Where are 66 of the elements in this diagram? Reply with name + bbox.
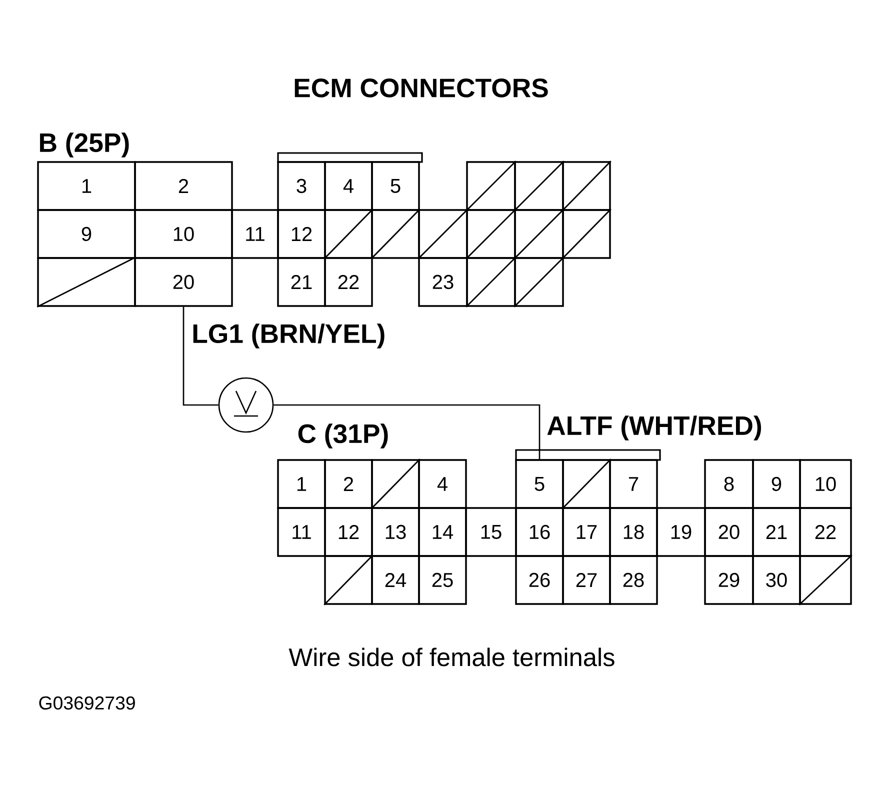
terminal-cell: 15 — [465, 507, 517, 557]
terminal-cell: 26 — [515, 555, 564, 605]
wire — [182, 306, 218, 406]
connector-label: B (25P) — [40, 132, 129, 158]
terminal-cell: 27 — [562, 555, 611, 605]
terminal-cell: 12 — [277, 209, 326, 259]
terminal-cell: 9 — [752, 459, 801, 509]
terminal-cell: 9 — [37, 209, 136, 259]
terminal-cell: 1 — [37, 161, 136, 211]
terminal-cell: 21 — [277, 257, 326, 307]
title: ECM CONNECTORS — [294, 78, 548, 98]
terminal-cell: 11 — [277, 507, 326, 557]
terminal-cell: 1 — [277, 459, 326, 509]
terminal-cell: 8 — [704, 459, 754, 509]
terminal-cell: 17 — [562, 507, 611, 557]
terminal-cell: 14 — [418, 507, 467, 557]
terminal-cell: 7 — [609, 459, 658, 509]
blank-cavity — [466, 160, 516, 212]
blank-cavity — [562, 160, 612, 212]
terminal-cell: 21 — [752, 507, 801, 557]
terminal-cell: 30 — [752, 555, 801, 605]
terminal-cell: 18 — [609, 507, 658, 557]
blank-cavity — [466, 256, 516, 308]
blank-cavity — [370, 208, 420, 260]
terminal-cell: 16 — [515, 507, 564, 557]
terminal-cell: 5 — [371, 161, 420, 211]
terminal-cell: 11 — [231, 209, 279, 259]
terminal-cell: 23 — [418, 257, 468, 307]
terminal-cell: 19 — [656, 507, 706, 557]
terminal-cell: 3 — [277, 161, 326, 211]
terminal-cell: 22 — [799, 507, 852, 557]
wire-label: LG1 (BRN/YEL) — [190, 322, 388, 350]
blank-cavity — [514, 160, 564, 212]
blank-cavity — [562, 208, 612, 260]
terminal-cell: 5 — [515, 459, 564, 509]
terminal-cell: 28 — [609, 555, 658, 605]
blank-cavity — [514, 208, 564, 260]
terminal-cell: 4 — [324, 161, 373, 211]
terminal-cell: 13 — [371, 507, 420, 557]
blank-cavity — [370, 458, 420, 510]
blank-cavity — [514, 256, 564, 308]
blank-cavity — [798, 554, 852, 606]
blank-cavity — [562, 458, 612, 510]
figure-id: G03692739 — [39, 696, 135, 710]
terminal-cell: 20 — [134, 257, 233, 307]
terminal-cell: 4 — [418, 459, 467, 509]
wire-label: ALTF (WHT/RED) — [545, 414, 764, 442]
blank-cavity — [324, 554, 374, 606]
blank-cavity — [36, 256, 136, 308]
wire — [274, 404, 540, 460]
terminal-cell: 2 — [324, 459, 373, 509]
blank-cavity — [324, 208, 374, 260]
voltmeter-symbol — [218, 377, 274, 433]
blank-cavity — [418, 208, 468, 260]
terminal-cell: 29 — [704, 555, 754, 605]
terminal-cell: 2 — [134, 161, 233, 211]
blank-cavity — [466, 208, 516, 260]
caption: Wire side of female terminals — [288, 648, 614, 666]
terminal-cell: 25 — [418, 555, 467, 605]
terminal-cell: 10 — [799, 459, 852, 509]
terminal-cell: 24 — [371, 555, 420, 605]
terminal-cell: 20 — [704, 507, 754, 557]
terminal-cell: 12 — [324, 507, 373, 557]
terminal-cell: 22 — [324, 257, 373, 307]
connector-label: C (31P) — [298, 424, 388, 448]
terminal-cell: 10 — [134, 209, 233, 259]
